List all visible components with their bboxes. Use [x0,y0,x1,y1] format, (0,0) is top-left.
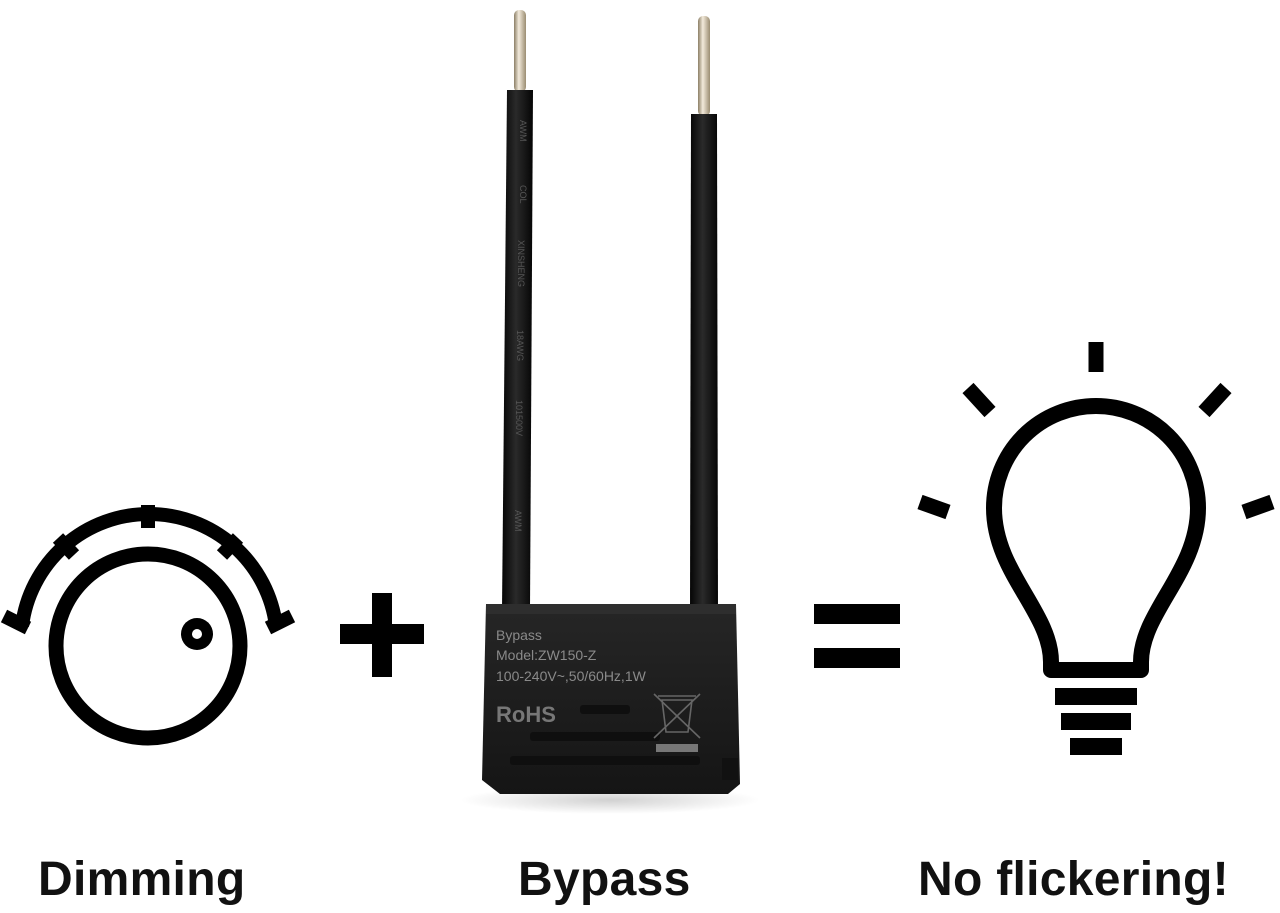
caption-dimming: Dimming [38,853,246,906]
wire-print: COL [518,185,528,204]
light-bulb-icon [917,342,1275,755]
dimmer-knob-icon [0,505,296,746]
device-label-line3: 100-240V~,50/60Hz,1W [496,668,647,684]
wire-print: AWM [518,120,528,142]
wire-print: 18AWG [515,330,525,361]
bypass-device: AWM COL XINSHENG 18AWG 101500V AWM Bypas… [460,10,760,814]
device-label-line1: Bypass [496,627,542,643]
caption-bypass: Bypass [518,853,691,906]
caption-no-flickering: No flickering! [918,853,1229,906]
device-label-line2: Model:ZW150-Z [496,647,597,663]
right-wire [690,16,718,612]
wire-print: XINSHENG [516,240,526,287]
plus-icon [340,593,424,677]
equals-icon [814,604,900,668]
rohs-mark: RoHS [496,702,556,727]
wire-print: 101500V [514,400,524,436]
crossed-out-bin-icon [653,693,701,739]
left-wire: AWM COL XINSHENG 18AWG 101500V AWM [502,10,533,610]
wire-print: AWM [513,510,523,532]
